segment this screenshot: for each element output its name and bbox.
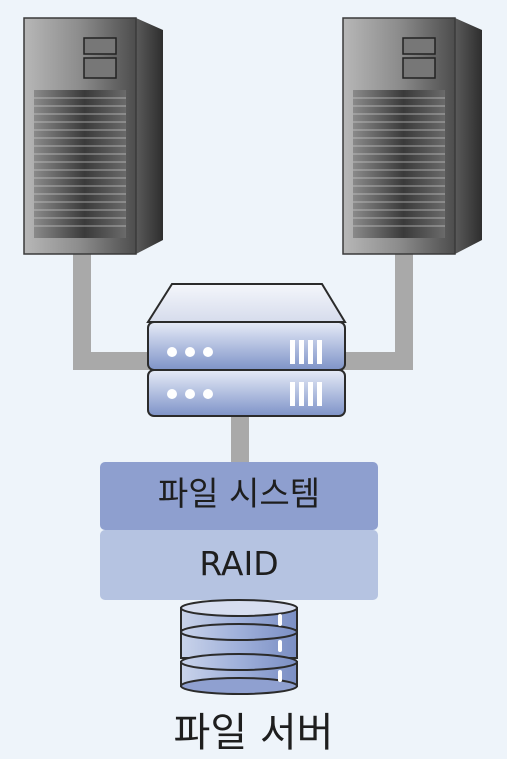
raid-box (100, 530, 378, 600)
file-server-label: 파일 서버 (173, 710, 334, 756)
link-left-horizontal (73, 352, 153, 370)
raid-label: RAID (199, 544, 279, 583)
tower-server-right-icon (342, 17, 482, 255)
disk-stack-icon (180, 599, 298, 695)
file-system-box (100, 462, 378, 530)
tower-server-left-icon (23, 17, 163, 255)
vent-bars (290, 340, 322, 406)
vent-grille (34, 90, 126, 238)
link-left-vertical (73, 252, 91, 370)
link-right-vertical (395, 252, 413, 370)
link-switch-down (231, 412, 249, 464)
connector-lines (73, 252, 413, 464)
link-right-horizontal (330, 352, 413, 370)
status-lights (167, 347, 213, 399)
vent-grille (353, 90, 445, 238)
file-system-label: 파일 시스템 (157, 474, 321, 513)
rack-device-icon (146, 283, 347, 417)
